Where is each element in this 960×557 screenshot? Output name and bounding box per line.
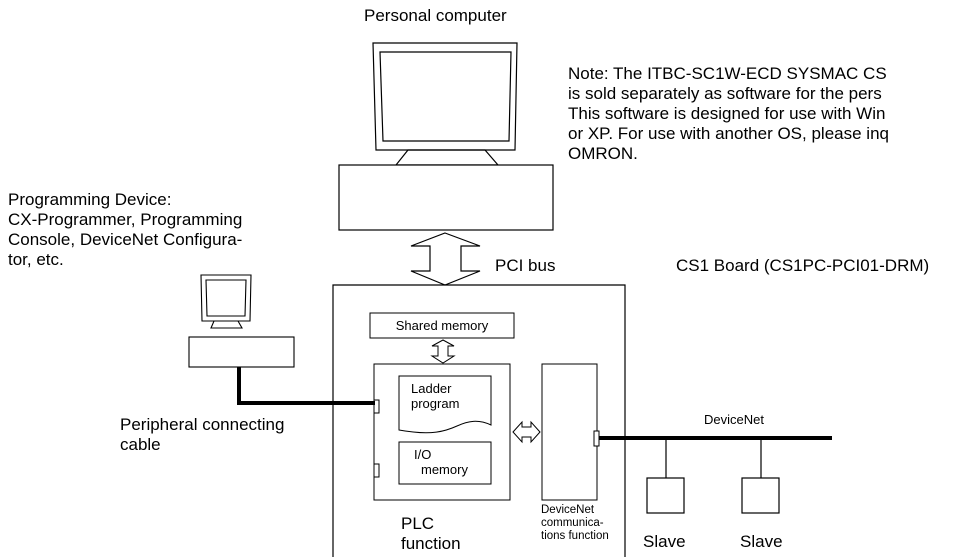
devicenet-port — [593, 430, 600, 447]
programming-device-line-2: CX-Programmer, Programming — [8, 210, 243, 229]
io-memory-line-1: I/O — [414, 447, 432, 462]
programming-device-line-3: Console, DeviceNet Configura- — [8, 230, 243, 249]
slave-1-label: Slave — [643, 532, 686, 551]
devicenet-function-box — [541, 363, 598, 501]
note-line-4: or XP. For use with another OS, please i… — [568, 124, 889, 143]
slave-2-box — [741, 477, 780, 514]
ladder-program-line-1: Ladder — [411, 381, 452, 396]
personal-computer-label: Personal computer — [364, 6, 507, 25]
shared-memory-arrow — [430, 339, 456, 364]
personal-computer-base — [338, 164, 554, 231]
note-line-5: OMRON. — [568, 144, 638, 163]
io-memory-box — [398, 441, 492, 485]
plc-function-line-1: PLC — [401, 514, 435, 533]
programming-device-line-4: tor, etc. — [8, 250, 64, 269]
slave-1-box — [646, 477, 685, 514]
devicenet-function-line-3: tions function — [541, 530, 609, 542]
slave-2-label: Slave — [740, 532, 783, 551]
shared-memory-box — [369, 312, 515, 339]
ladder-program-shape — [398, 375, 492, 434]
note-line-3: This software is designed for use with W… — [568, 104, 886, 123]
shared-memory-label: Shared memory — [395, 318, 489, 333]
programming-device-monitor — [200, 274, 252, 329]
pci-bus-arrow — [410, 232, 481, 286]
cs1-board-outline — [332, 284, 626, 557]
programming-device-line-1: Programming Device: — [8, 190, 172, 209]
devicenet-function-line-2: communica- — [541, 517, 604, 529]
io-memory-line-2: memory — [421, 462, 468, 477]
peripheral-cable-line-1: Peripheral connecting — [120, 415, 285, 434]
note-line-2: is sold separately as software for the p… — [568, 84, 882, 103]
note-line-1: Note: The ITBC-SC1W-ECD SYSMAC CS — [568, 64, 887, 83]
pci-bus-label: PCI bus — [495, 256, 556, 275]
peripheral-cable-line-2: cable — [120, 435, 161, 454]
programming-device-base — [188, 336, 295, 368]
cs1-board-label: CS1 Board (CS1PC-PCI01-DRM) — [676, 256, 930, 275]
plc-port-top — [373, 399, 380, 414]
plc-port-bottom — [373, 463, 380, 478]
devicenet-label: DeviceNet — [704, 412, 764, 427]
plc-devicenet-arrow — [512, 420, 541, 444]
peripheral-connecting-cable — [237, 367, 375, 405]
plc-function-line-2: function — [401, 534, 461, 553]
ladder-program-line-2: program — [411, 396, 460, 411]
devicenet-function-line-1: DeviceNet — [541, 504, 595, 516]
personal-computer-monitor — [372, 42, 518, 166]
